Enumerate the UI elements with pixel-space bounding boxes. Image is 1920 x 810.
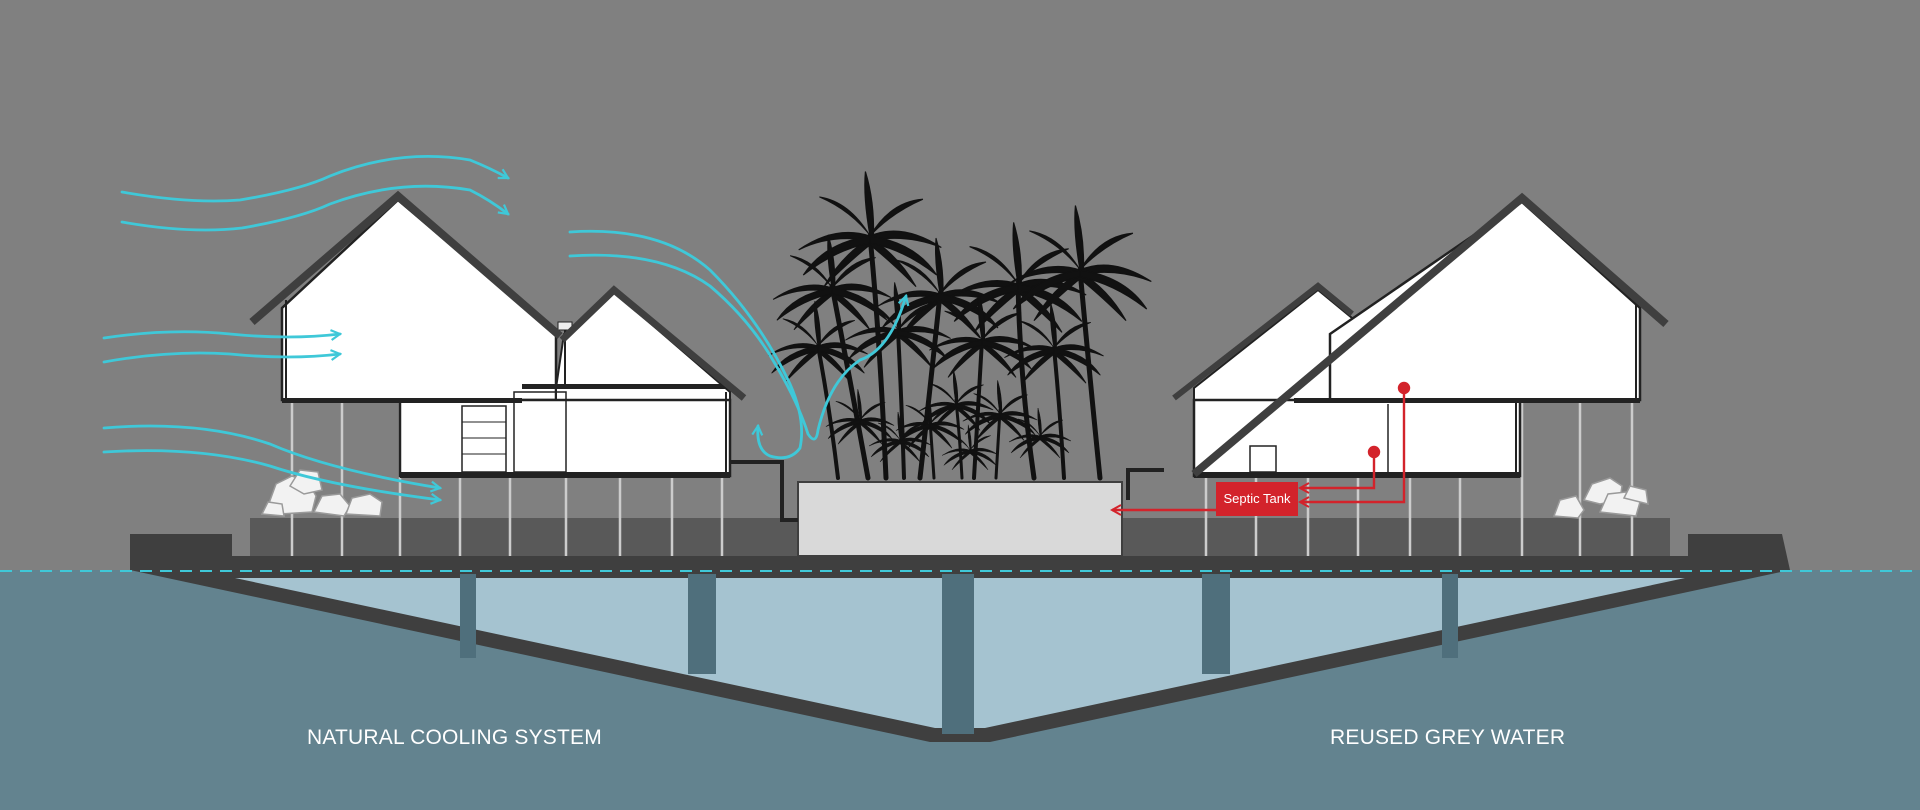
right-building (1172, 192, 1669, 556)
ground-plinth-left (250, 518, 798, 556)
wind-arrow (102, 353, 340, 364)
wind-flow-arrows (102, 155, 906, 500)
left-main-roof (249, 190, 563, 340)
left-small-roof (559, 285, 747, 401)
wind-arrow (120, 184, 508, 232)
grey-water-pipe (1300, 452, 1376, 488)
foundation-column (1442, 574, 1458, 658)
central-planter (728, 460, 1164, 557)
left-building (249, 190, 747, 556)
wind-arrow (102, 424, 440, 488)
palm-grove (768, 171, 1152, 481)
grey-water-pipes (1112, 381, 1411, 510)
right-small-roof (1172, 282, 1354, 401)
grey-water-pipe (1300, 388, 1406, 502)
foundation-column (460, 574, 476, 658)
ground-plinth-right (1122, 518, 1670, 556)
foundation-column (1202, 574, 1230, 674)
foundation-column (688, 574, 716, 674)
septic-tank: Septic Tank (1216, 482, 1298, 516)
natural-cooling-caption: NATURAL COOLING SYSTEM (307, 726, 602, 749)
wind-arrow (102, 332, 340, 338)
left-door (513, 391, 567, 473)
wind-arrow (120, 155, 508, 203)
right-stilts (1204, 400, 1634, 556)
right-main-roof (1191, 192, 1669, 478)
rocks-left (260, 469, 383, 517)
foundation-column (942, 574, 974, 734)
septic-tank-label: Septic Tank (1224, 491, 1291, 506)
wind-arrow (102, 449, 440, 500)
wind-arrow (568, 229, 803, 460)
reused-grey-water-caption: REUSED GREY WATER (1330, 726, 1566, 749)
wind-arrow (568, 253, 906, 441)
foundation-hull (130, 570, 1790, 742)
rocks-right (1552, 477, 1649, 519)
